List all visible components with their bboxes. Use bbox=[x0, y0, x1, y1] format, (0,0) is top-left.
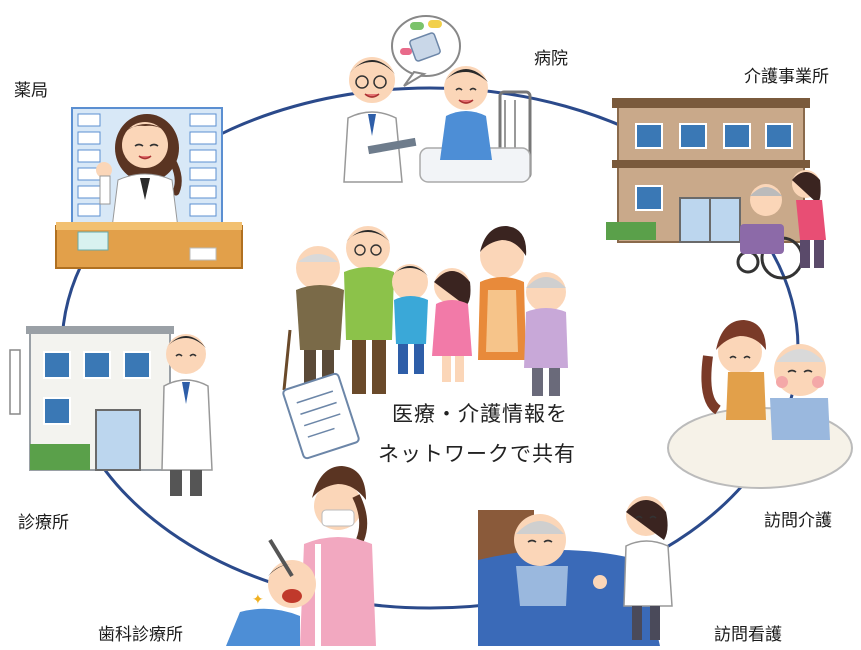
label-home-nursing: 訪問看護 bbox=[714, 625, 782, 645]
clinic-illustration bbox=[9, 326, 213, 496]
label-pharmacy: 薬局 bbox=[14, 81, 48, 101]
family-illustration bbox=[282, 226, 568, 460]
svg-text:✦: ✦ bbox=[252, 592, 264, 608]
label-clinic: 診療所 bbox=[18, 513, 69, 533]
center-text-line2: ネットワークで共有 bbox=[378, 442, 576, 466]
label-hospital: 病院 bbox=[534, 49, 568, 69]
label-dental-clinic: 歯科診療所 bbox=[98, 625, 183, 645]
home-care-illustration bbox=[667, 320, 853, 489]
hospital-illustration bbox=[343, 15, 532, 183]
dental-clinic-illustration: ✦ bbox=[226, 466, 376, 646]
pharmacy-illustration bbox=[55, 107, 243, 269]
care-office-illustration bbox=[606, 98, 826, 280]
label-home-care: 訪問介護 bbox=[764, 511, 832, 531]
label-care-office: 介護事業所 bbox=[744, 67, 829, 87]
center-text-line1: 医療・介護情報を bbox=[392, 402, 568, 426]
home-nursing-illustration bbox=[478, 496, 673, 646]
